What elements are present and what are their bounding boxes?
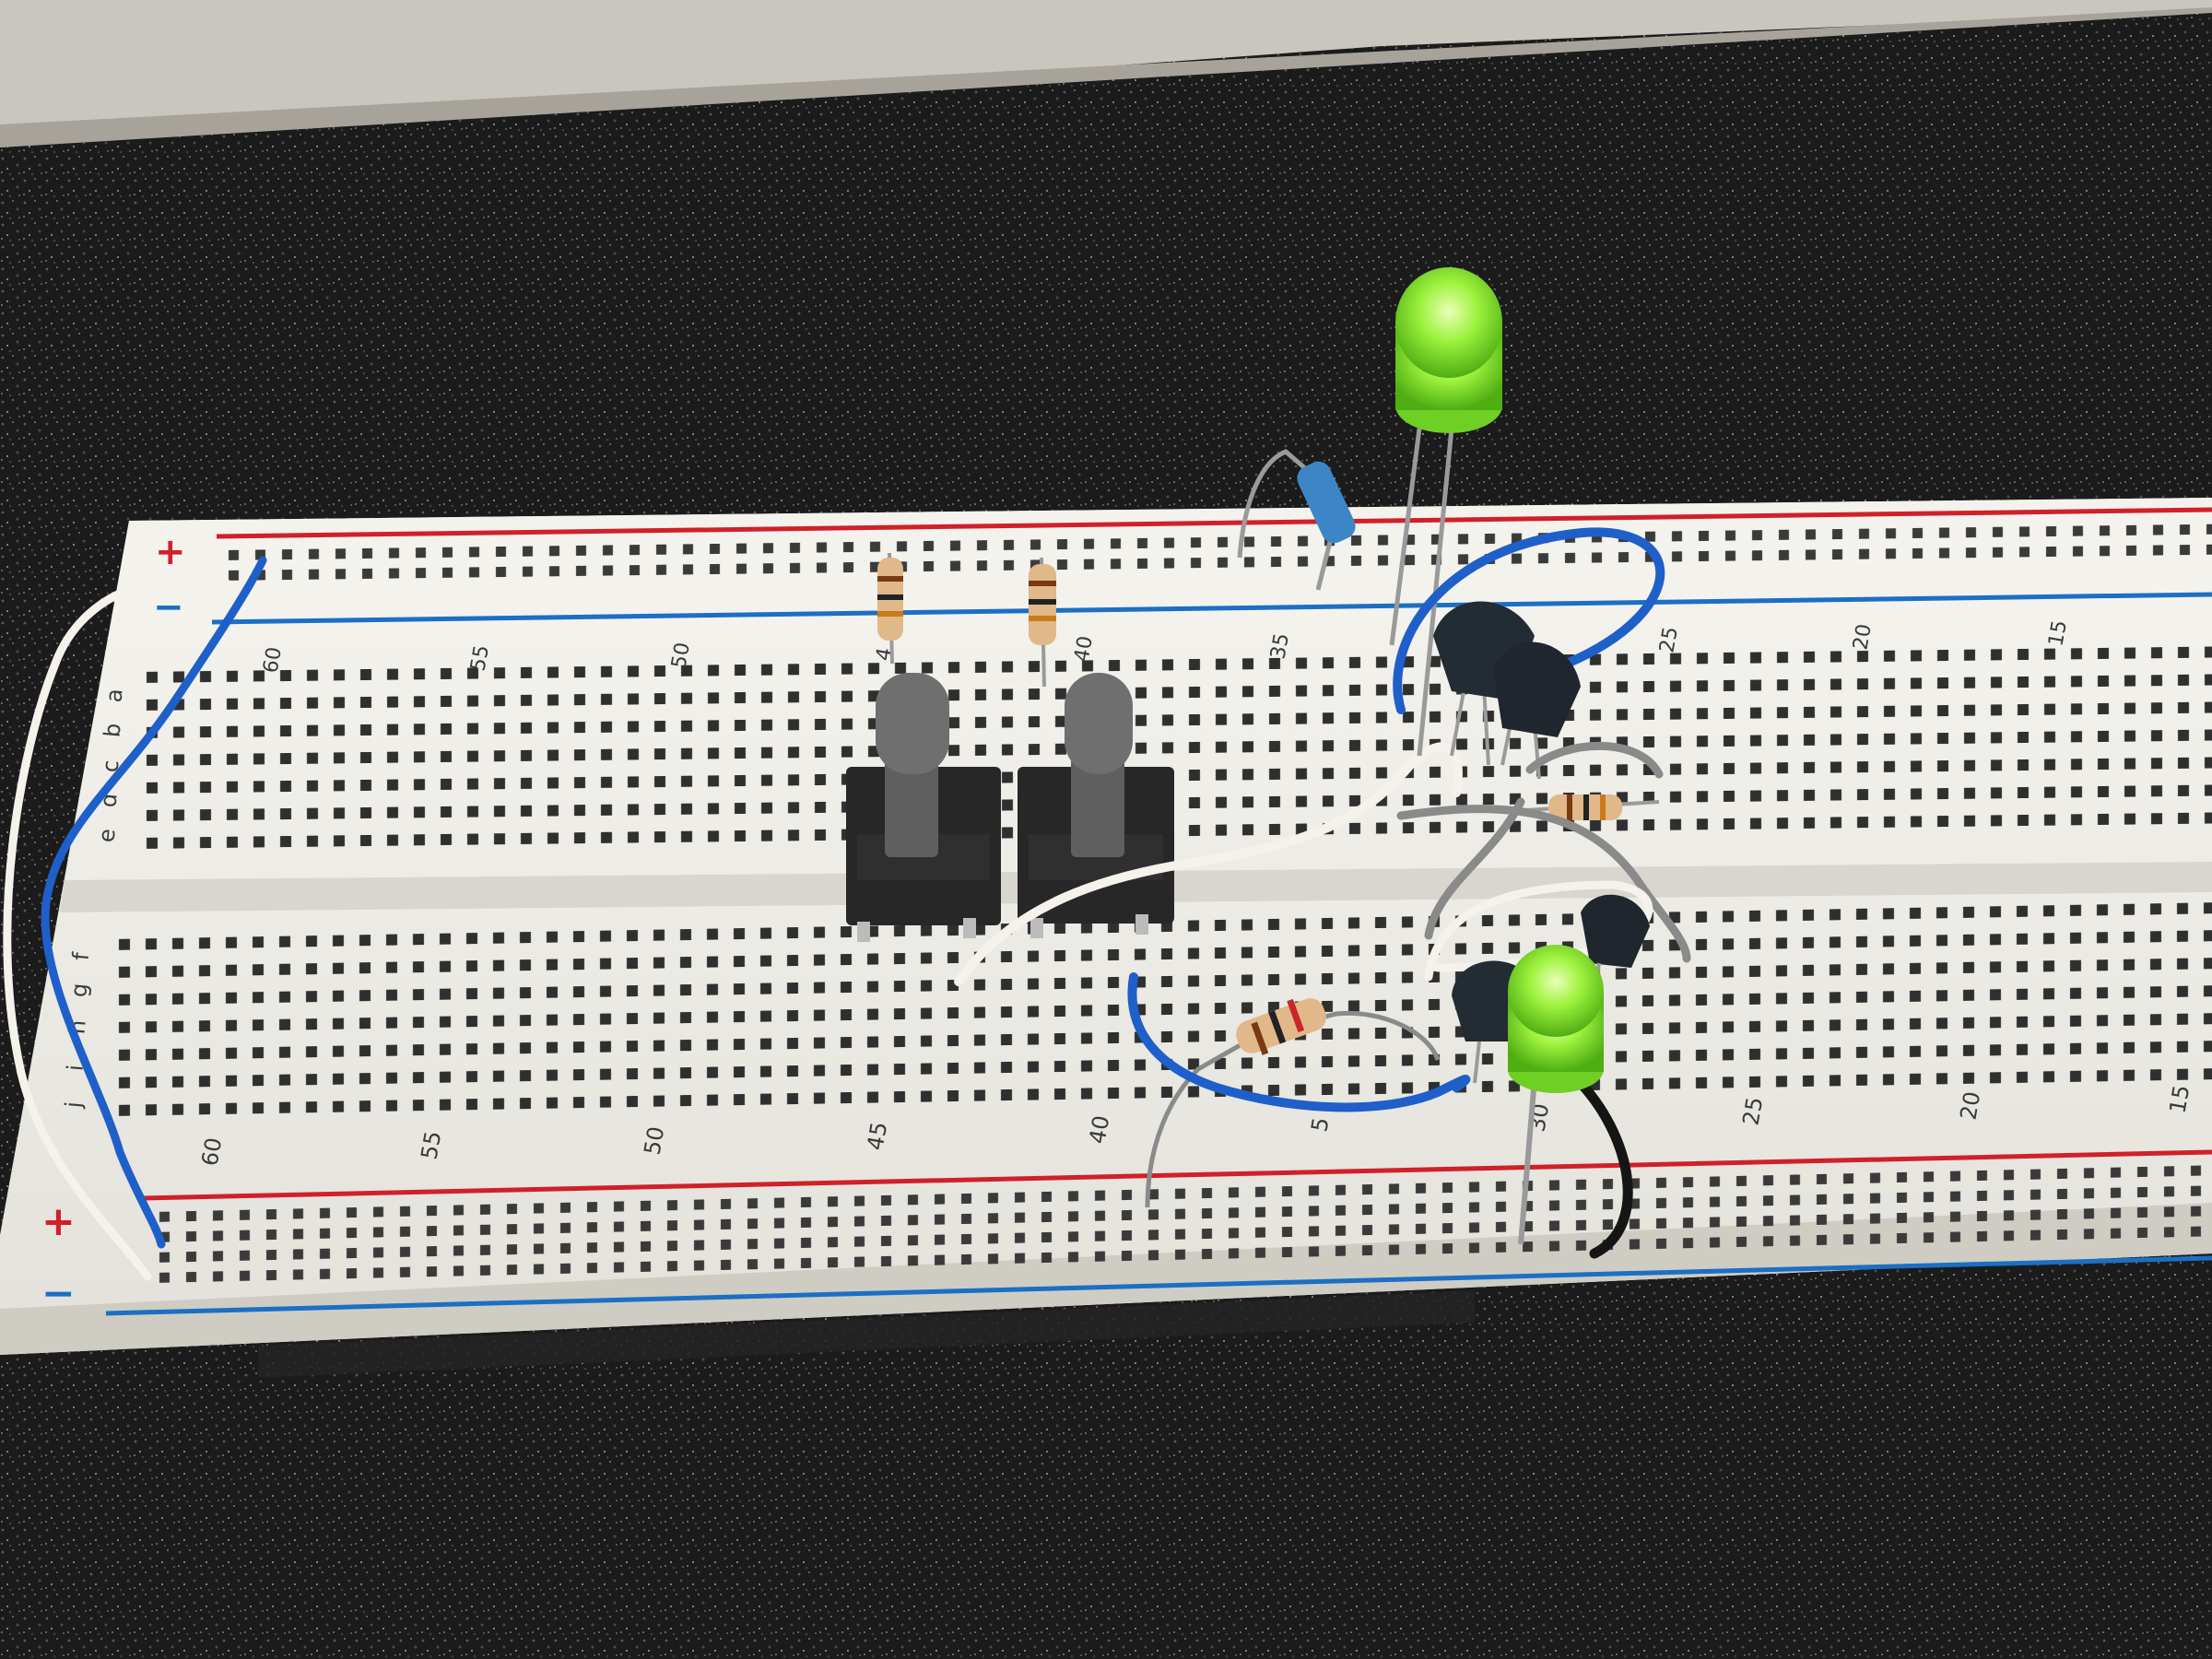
svg-text:j: j <box>60 1100 87 1110</box>
bottom-minus-sign: − <box>41 1270 76 1317</box>
top-negative-line <box>211 592 2212 625</box>
bottom-plus-sign: + <box>41 1198 76 1245</box>
potentiometer-right <box>1018 673 1174 938</box>
svg-text:40: 40 <box>1084 1113 1114 1146</box>
gray-wire <box>1424 797 1525 940</box>
bottom-positive-line <box>142 1149 2212 1201</box>
black-wire <box>1571 1073 1633 1259</box>
top-rail-holes <box>221 519 2212 586</box>
breadboard <box>0 498 2212 1378</box>
transistor-top-right <box>1493 641 1581 780</box>
svg-text:a: a <box>100 688 127 703</box>
gray-wire <box>1396 805 1691 963</box>
blue-jumper-wire <box>41 556 267 1249</box>
svg-text:i: i <box>62 1064 88 1072</box>
top-number: 40 <box>1070 634 1097 664</box>
svg-text:25: 25 <box>1737 1095 1768 1127</box>
top-column-numbers: 60 55 50 4 40 35 25 20 15 <box>259 618 2071 675</box>
svg-text:g: g <box>65 982 92 998</box>
svg-text:b: b <box>99 722 125 738</box>
svg-text:e: e <box>93 828 120 843</box>
blue-bottom-wire <box>1127 972 1471 1112</box>
top-main-holes <box>138 638 2212 857</box>
top-number: 20 <box>1849 622 1876 652</box>
resistor <box>877 552 903 665</box>
top-plus-sign: + <box>155 531 186 573</box>
bottom-rail-holes <box>152 1160 2212 1288</box>
laptop-edge <box>0 0 2212 147</box>
bottom-column-numbers: 60 55 50 45 40 5 30 25 20 15 <box>196 1083 2194 1168</box>
bottom-main-holes <box>111 894 2212 1124</box>
white-jumper-wire <box>3 575 253 1281</box>
blue-loop-wire <box>1393 527 1665 714</box>
gray-wire <box>1525 741 1664 779</box>
resistor-bottom <box>1145 998 1441 1208</box>
led-bottom <box>1508 945 1633 1259</box>
top-number: 35 <box>1266 631 1293 661</box>
svg-text:20: 20 <box>1955 1089 1985 1122</box>
top-number: 25 <box>1655 625 1682 654</box>
top-minus-sign: − <box>153 586 184 629</box>
top-number: 15 <box>2044 618 2071 648</box>
potentiometer-left <box>846 673 1001 942</box>
svg-text:60: 60 <box>196 1135 227 1168</box>
svg-text:50: 50 <box>639 1124 669 1157</box>
svg-text:f: f <box>67 951 94 961</box>
top-number: 55 <box>466 643 493 673</box>
svg-text:45: 45 <box>862 1120 892 1152</box>
resistor <box>1029 557 1056 688</box>
resistor-middle <box>1511 794 1660 820</box>
white-signal-wire <box>954 742 1463 986</box>
resistor-angled <box>1237 449 1356 591</box>
svg-text:5: 5 <box>1306 1115 1334 1134</box>
top-number: 60 <box>259 645 286 675</box>
bottom-negative-line <box>105 1255 2212 1316</box>
top-positive-line <box>216 507 2212 539</box>
svg-text:15: 15 <box>2164 1083 2194 1115</box>
svg-text:55: 55 <box>416 1129 446 1161</box>
top-number: 50 <box>667 641 694 670</box>
